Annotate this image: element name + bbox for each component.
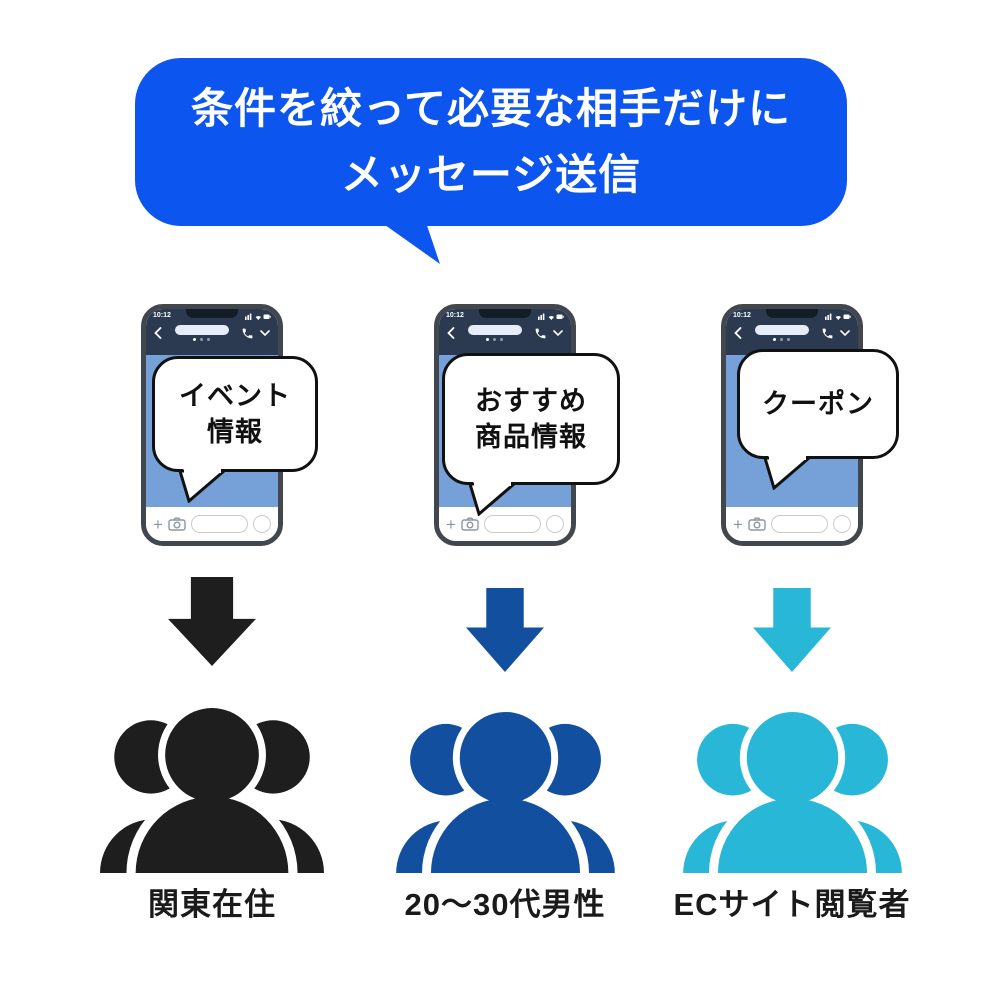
status-icons (538, 313, 564, 320)
plus-icon: + (153, 514, 163, 534)
text-input-pill (190, 515, 248, 533)
status-icons (825, 313, 851, 320)
call-icon (822, 328, 833, 338)
bubble-text-line1: クーポン (762, 388, 874, 419)
text-input-pill (483, 515, 541, 533)
status-bar: 10:12 (146, 309, 278, 321)
text-input-pill (770, 515, 828, 533)
phone-header: 10:12 (726, 309, 858, 355)
down-arrow (753, 588, 831, 672)
headline-line2: メッセージ送信 (340, 151, 642, 198)
status-icons (245, 313, 271, 320)
headline-line1: 条件を絞って必要な相手だけに (191, 85, 791, 133)
mic-circle-icon (833, 515, 851, 533)
back-chevron-icon (447, 327, 455, 339)
bubble-text-line1: おすすめ (475, 385, 587, 416)
page-dots (193, 338, 210, 341)
phone-header: 10:12 (439, 309, 571, 355)
chat-nav-bar (726, 321, 858, 341)
status-time: 10:12 (446, 312, 464, 319)
status-bar: 10:12 (726, 309, 858, 321)
back-chevron-icon (734, 327, 742, 339)
contact-name-pill (467, 325, 522, 335)
plus-icon: + (733, 514, 743, 534)
contact-name-pill (174, 325, 229, 335)
back-chevron-icon (154, 327, 162, 339)
phone-notch (186, 309, 238, 318)
camera-icon (168, 517, 186, 531)
mic-circle-icon (546, 515, 564, 533)
message-bubble: イベント 情報 (152, 356, 318, 503)
status-time: 10:12 (733, 312, 751, 319)
down-arrow (168, 577, 256, 666)
people-group-icon (100, 706, 324, 873)
segment-label: 20〜30代男性 (404, 887, 606, 922)
page-dots (773, 338, 790, 341)
headline-bubble-tail (378, 220, 440, 264)
phone-notch (479, 309, 531, 318)
plus-icon: + (446, 514, 456, 534)
page-dots (486, 338, 503, 341)
bubble-text-line2: 情報 (207, 417, 263, 447)
chevron-down-icon (260, 330, 270, 336)
bubble-tail (762, 456, 812, 490)
bubble-tail (467, 482, 517, 516)
mic-circle-icon (253, 515, 271, 533)
chevron-down-icon (553, 330, 563, 336)
camera-icon (461, 517, 479, 531)
segment-label: ECサイト閲覧者 (673, 887, 911, 922)
down-arrow (466, 588, 544, 672)
segment-label: 関東在住 (148, 887, 276, 922)
message-bubble: クーポン (737, 349, 899, 490)
phone-header: 10:12 (146, 309, 278, 355)
camera-icon (748, 517, 766, 531)
contact-name-pill (754, 325, 809, 335)
message-bar: + (146, 507, 278, 541)
status-time: 10:12 (153, 312, 171, 319)
headline-callout-bubble: 条件を絞って必要な相手だけに メッセージ送信 (135, 58, 847, 226)
chat-nav-bar (439, 321, 571, 341)
message-bar: + (439, 507, 571, 541)
call-icon (242, 328, 253, 338)
status-bar: 10:12 (439, 309, 571, 321)
phone-notch (766, 309, 818, 318)
bubble-text-line1: イベント (179, 380, 291, 411)
call-icon (535, 328, 546, 338)
people-group-icon (683, 710, 902, 873)
message-bar: + (726, 507, 858, 541)
chat-nav-bar (146, 321, 278, 341)
people-group-icon (396, 710, 615, 873)
bubble-text-line2: 商品情報 (475, 422, 587, 452)
chevron-down-icon (840, 330, 850, 336)
bubble-tail (177, 469, 227, 503)
message-bubble: おすすめ 商品情報 (442, 353, 620, 516)
